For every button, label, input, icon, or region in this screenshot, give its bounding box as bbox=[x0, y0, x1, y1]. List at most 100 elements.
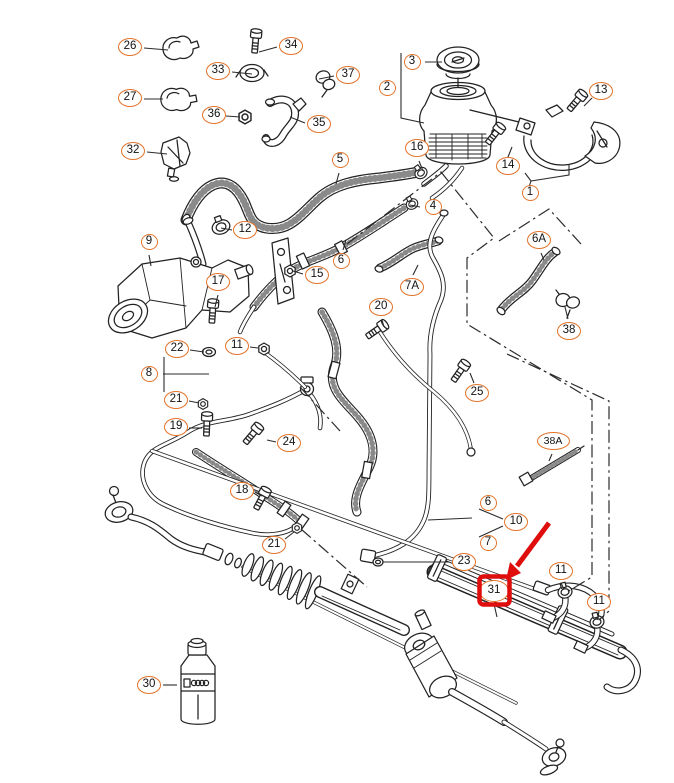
part-washer-22 bbox=[201, 346, 217, 358]
leader-line bbox=[596, 614, 600, 621]
callout-37[interactable]: 37 bbox=[336, 66, 360, 84]
callout-24[interactable]: 24 bbox=[277, 434, 301, 452]
callout-21u[interactable]: 21 bbox=[164, 391, 188, 409]
callout-14[interactable]: 14 bbox=[496, 157, 520, 175]
part-fluid-bottle-30 bbox=[180, 637, 216, 725]
leader-line bbox=[148, 254, 152, 267]
part-clamp-12 bbox=[211, 215, 231, 235]
callout-16[interactable]: 16 bbox=[405, 139, 429, 157]
leader-line bbox=[258, 46, 278, 53]
callout-32[interactable]: 32 bbox=[121, 142, 145, 160]
part-hose-7a bbox=[374, 236, 444, 273]
leader-line bbox=[254, 491, 263, 497]
part-bracket bbox=[271, 237, 295, 305]
callout-5[interactable]: 5 bbox=[331, 152, 349, 168]
part-hose-6 bbox=[240, 208, 404, 332]
callout-6u[interactable]: 6 bbox=[332, 253, 350, 269]
boundary-dash-dot-line bbox=[300, 528, 368, 588]
leader-line bbox=[409, 204, 421, 208]
boundary-dash-dot-line bbox=[299, 386, 341, 432]
part-return-pipe bbox=[359, 209, 449, 564]
leader-line bbox=[530, 164, 570, 182]
leader-line bbox=[318, 75, 335, 80]
leader-line bbox=[560, 582, 565, 590]
leader-line bbox=[427, 517, 473, 521]
callout-12[interactable]: 12 bbox=[233, 221, 257, 239]
callout-2[interactable]: 2 bbox=[378, 80, 396, 96]
part-hose-middle bbox=[322, 312, 373, 512]
leader-line bbox=[540, 252, 545, 261]
leader-line bbox=[342, 239, 347, 251]
callout-9[interactable]: 9 bbox=[140, 234, 158, 250]
part-cap-3 bbox=[436, 46, 480, 88]
leader-line bbox=[412, 264, 419, 276]
callout-8[interactable]: 8 bbox=[140, 366, 158, 382]
boundary-dash-dot-line bbox=[498, 208, 582, 245]
callout-35[interactable]: 35 bbox=[307, 115, 331, 133]
leader-line bbox=[188, 400, 200, 404]
leader-line bbox=[146, 151, 168, 155]
callout-20[interactable]: 20 bbox=[369, 298, 393, 316]
boundary-dash-dot-line bbox=[506, 353, 610, 621]
callout-15[interactable]: 15 bbox=[305, 266, 329, 284]
leader-line bbox=[266, 439, 277, 443]
callout-6A[interactable]: 6A bbox=[527, 231, 551, 249]
callout-33[interactable]: 33 bbox=[206, 62, 230, 80]
part-oring-23 bbox=[372, 557, 384, 567]
callout-19[interactable]: 19 bbox=[164, 418, 188, 436]
callout-11m[interactable]: 11 bbox=[549, 562, 573, 580]
part-cooler-pipe-31 bbox=[426, 554, 637, 691]
leader-line bbox=[507, 146, 513, 158]
callout-18[interactable]: 18 bbox=[230, 482, 254, 500]
leader-line bbox=[289, 116, 306, 124]
callout-38A[interactable]: 38A bbox=[536, 432, 570, 450]
leader-line bbox=[583, 97, 593, 107]
callout-4[interactable]: 4 bbox=[424, 199, 442, 215]
callout-34[interactable]: 34 bbox=[279, 37, 303, 55]
callout-3[interactable]: 3 bbox=[403, 54, 421, 70]
part-reservoir-2 bbox=[419, 81, 524, 201]
callout-13[interactable]: 13 bbox=[589, 82, 613, 100]
callout-23[interactable]: 23 bbox=[452, 553, 476, 571]
leader-line bbox=[284, 531, 295, 540]
callout-17[interactable]: 17 bbox=[206, 273, 230, 291]
callout-31[interactable]: 31 bbox=[479, 580, 509, 602]
leader-line bbox=[335, 172, 340, 185]
part-clip-37 bbox=[315, 70, 336, 98]
leader-line bbox=[469, 372, 475, 384]
leader-line bbox=[292, 270, 304, 275]
callout-10[interactable]: 10 bbox=[504, 513, 528, 531]
callout-1[interactable]: 1 bbox=[521, 185, 539, 201]
callout-36[interactable]: 36 bbox=[202, 106, 226, 124]
callout-27[interactable]: 27 bbox=[118, 89, 142, 107]
leader-line bbox=[418, 160, 424, 172]
leader-line bbox=[478, 525, 504, 538]
callout-21l[interactable]: 21 bbox=[262, 536, 286, 554]
leader-line bbox=[381, 319, 385, 328]
part-cable-tie-38a bbox=[518, 445, 585, 487]
leader-line bbox=[189, 349, 205, 353]
leader-line bbox=[564, 306, 569, 320]
part-clamp-ring-1 bbox=[515, 104, 621, 171]
leader-line bbox=[220, 227, 233, 231]
callout-6l[interactable]: 6 bbox=[479, 495, 497, 511]
leader-line bbox=[548, 453, 553, 462]
callout-26[interactable]: 26 bbox=[118, 38, 142, 56]
part-mount-32 bbox=[160, 136, 191, 182]
part-steering-rack bbox=[104, 485, 567, 776]
callout-11u[interactable]: 11 bbox=[225, 337, 249, 355]
leader-line bbox=[249, 346, 259, 349]
callout-22[interactable]: 22 bbox=[165, 340, 189, 358]
callout-11r[interactable]: 11 bbox=[587, 593, 611, 611]
callout-38[interactable]: 38 bbox=[557, 322, 581, 340]
callout-7A[interactable]: 7A bbox=[400, 278, 424, 296]
leader-line bbox=[231, 71, 253, 75]
leader-line bbox=[214, 294, 219, 308]
callout-30[interactable]: 30 bbox=[137, 676, 161, 694]
callout-7[interactable]: 7 bbox=[479, 535, 497, 551]
boundary-dash-dot-line bbox=[346, 171, 593, 593]
leader-line bbox=[143, 47, 169, 51]
callout-25[interactable]: 25 bbox=[465, 384, 489, 402]
